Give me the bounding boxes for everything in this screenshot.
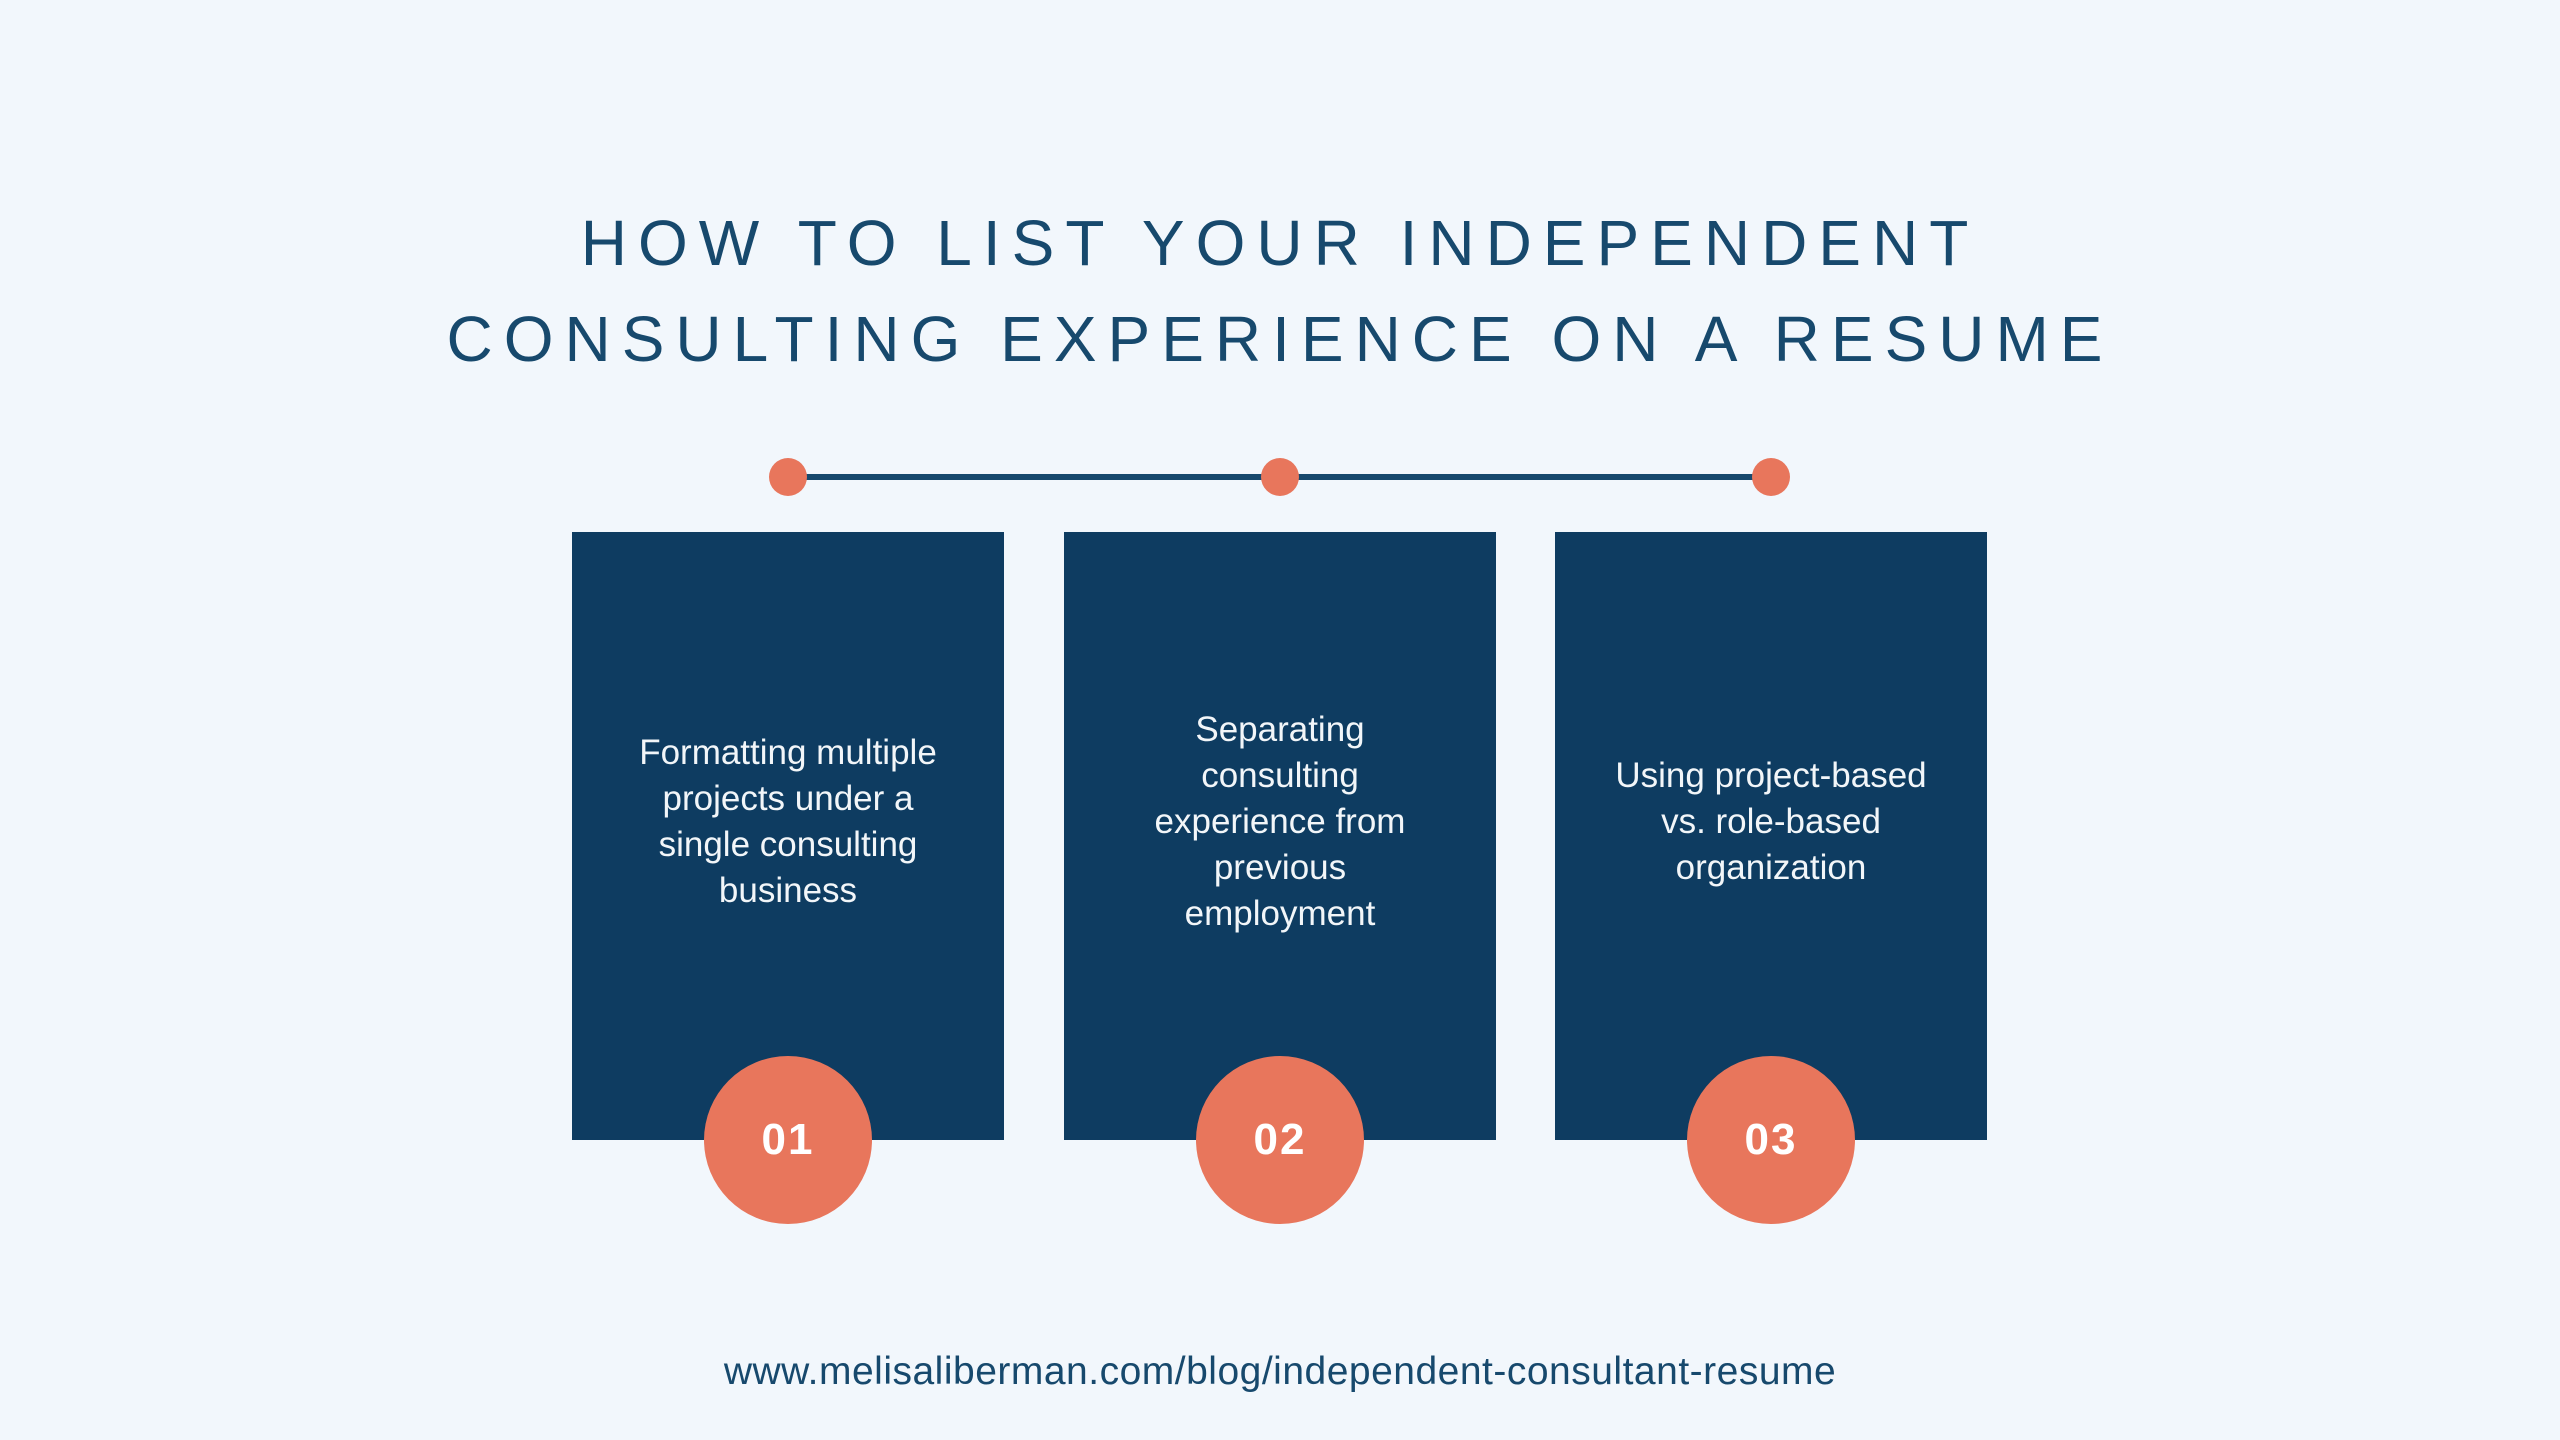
step-card-3-text: Using project-based vs. role-based organ… <box>1615 756 1927 887</box>
step-card-1: Formatting multiple projects under a sin… <box>572 532 1004 1224</box>
step-1-number-badge: 01 <box>704 1056 872 1224</box>
page-title: HOW TO LIST YOUR INDEPENDENT CONSULTING … <box>446 206 2114 375</box>
footer-url: www.melisaliberman.com/blog/independent-… <box>723 1350 1837 1393</box>
step-2-number: 02 <box>1253 1115 1307 1164</box>
step-card-3: Using project-based vs. role-based organ… <box>1555 532 1987 1224</box>
timeline-dot-2 <box>1261 458 1299 496</box>
step-card-1-text: Formatting multiple projects under a sin… <box>639 733 937 910</box>
step-3-number: 03 <box>1744 1115 1798 1164</box>
timeline-dot-3 <box>1752 458 1790 496</box>
step-card-2: Separating consulting experience from pr… <box>1064 532 1496 1224</box>
timeline-dot-1 <box>769 458 807 496</box>
step-card-2-text: Separating consulting experience from pr… <box>1154 710 1406 933</box>
step-3-number-badge: 03 <box>1687 1056 1855 1224</box>
step-1-number: 01 <box>761 1115 815 1164</box>
step-2-number-badge: 02 <box>1196 1056 1364 1224</box>
